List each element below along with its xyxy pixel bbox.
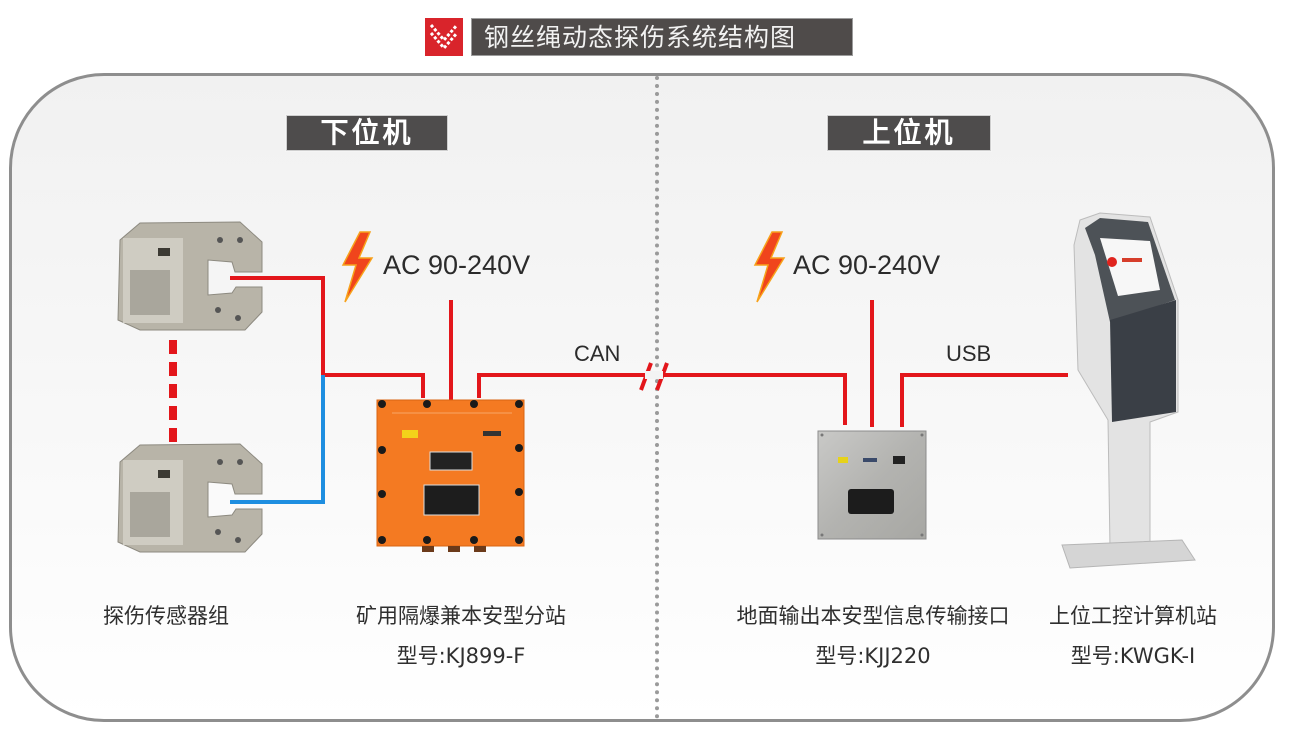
section-label-upper: 上位机	[827, 115, 991, 151]
power-label-right: AC 90-240V	[793, 250, 941, 280]
interface-name: 地面输出本安型信息传输接口	[736, 604, 1010, 628]
usb-wire	[900, 373, 1068, 427]
sensor2-wire	[230, 375, 325, 504]
can-link-label: CAN	[574, 341, 621, 366]
usb-link-label: USB	[946, 341, 992, 366]
substation-model: 型号:KJ899-F	[396, 644, 526, 668]
diagram-panel	[9, 73, 1275, 722]
power-label-left: AC 90-240V	[383, 250, 531, 280]
title-text: 钢丝绳动态探伤系统结构图	[471, 18, 853, 56]
sensor-group-name: 探伤传感器组	[103, 604, 229, 628]
chevron-down-logo-icon	[425, 18, 463, 56]
host-station-model: 型号:KWGK-I	[1070, 644, 1196, 668]
substation-name: 矿用隔爆兼本安型分站	[356, 604, 566, 628]
can-wire	[477, 373, 847, 425]
interface-device	[817, 430, 927, 540]
substation-device	[376, 399, 525, 552]
lightning-icon-right	[753, 231, 786, 303]
section-label-lower: 下位机	[286, 115, 448, 151]
section-divider	[655, 76, 659, 719]
lightning-icon-left	[341, 231, 374, 303]
sensor-device-1	[117, 221, 263, 331]
diagram-title: 钢丝绳动态探伤系统结构图	[425, 18, 853, 56]
interface-model: 型号:KJJ220	[815, 644, 931, 668]
sensor-device-2	[117, 443, 263, 553]
host-station-device	[1061, 212, 1196, 569]
host-station-name: 上位工控计算机站	[1049, 604, 1217, 628]
